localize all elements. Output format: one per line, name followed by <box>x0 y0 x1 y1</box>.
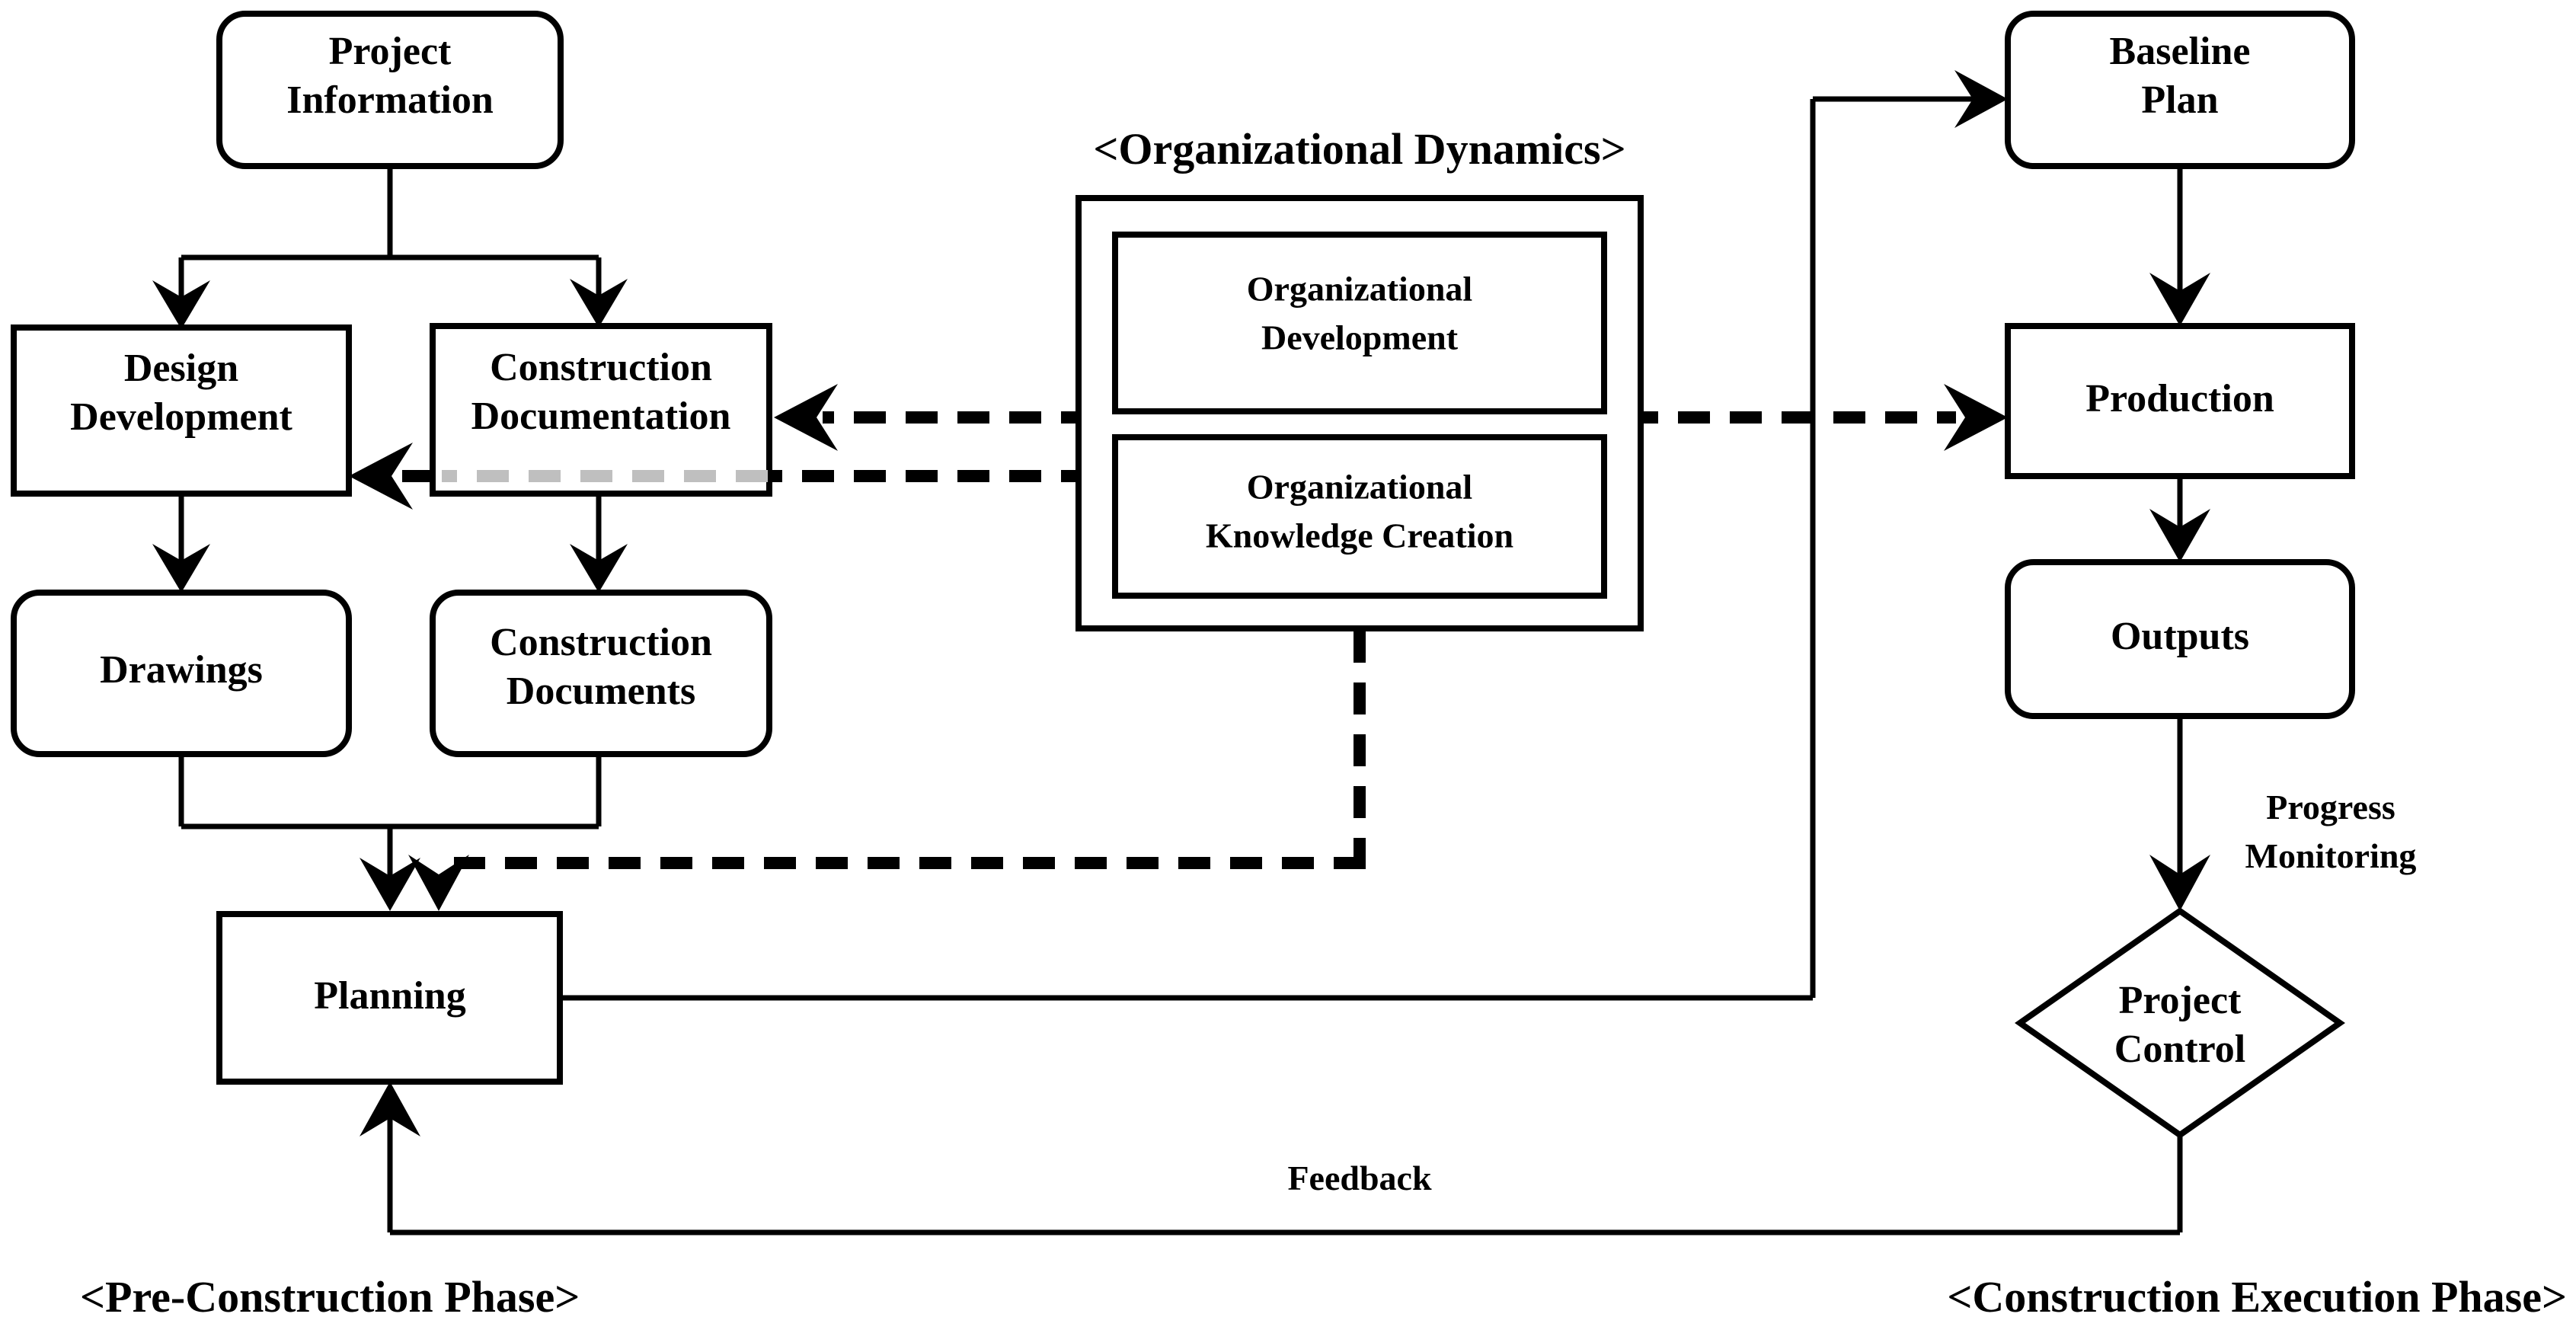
organizational-knowledge-creation-box[interactable] <box>1112 434 1607 599</box>
arrowhead-to-project-control <box>2149 855 2210 911</box>
progress-monitoring-line1: Progress <box>2266 788 2395 826</box>
planning-box[interactable] <box>216 911 563 1085</box>
node-planning[interactable]: Planning <box>216 911 563 1085</box>
arrowhead-planning-left <box>360 858 420 911</box>
node-organizational-development[interactable]: Organizational Development <box>1112 232 1607 414</box>
edge-outputs-project-control <box>2149 716 2210 911</box>
organizational-development-label-line1: Organizational <box>1247 270 1472 308</box>
arrowhead-to-outputs <box>2149 509 2210 562</box>
edge-project-control-feedback-planning <box>360 1082 2183 1236</box>
edge-documents-merge-planning <box>178 754 602 911</box>
organizational-dynamics-title: <Organizational Dynamics> <box>1093 124 1625 174</box>
edge-project-information-split <box>152 166 628 329</box>
drawings-box[interactable] <box>11 590 352 757</box>
organizational-knowledge-creation-label-line2: Knowledge Creation <box>1206 516 1513 555</box>
arrowhead-to-baseline-plan <box>1954 70 2008 128</box>
arrowhead-to-design-development <box>152 280 210 329</box>
organizational-development-label-line2: Development <box>1261 318 1459 357</box>
arrowhead-dashed-to-production <box>1944 384 2008 451</box>
design-development-label-line2: Development <box>70 395 292 439</box>
production-label: Production <box>2085 377 2274 420</box>
pre-construction-phase-title: <Pre-Construction Phase> <box>80 1272 580 1322</box>
arrowhead-dashed-to-design-development <box>349 443 413 510</box>
node-construction-documents[interactable]: Construction Documents <box>430 590 772 757</box>
arrowhead-to-drawings <box>152 544 210 593</box>
node-project-information[interactable]: Project Information <box>216 11 564 169</box>
construction-documentation-label-line2: Documentation <box>471 395 731 438</box>
arrowhead-feedback-to-planning <box>360 1082 420 1136</box>
label-progress-monitoring: Progress Monitoring <box>2245 788 2417 875</box>
construction-documentation-label-line1: Construction <box>490 346 712 389</box>
edge-dashed-org-to-construction-documentation <box>774 384 1093 451</box>
baseline-plan-box[interactable] <box>2005 11 2355 169</box>
edge-baseline-plan-production <box>2149 166 2210 326</box>
construction-documents-label-line1: Construction <box>490 621 712 664</box>
drawings-label: Drawings <box>100 648 263 692</box>
design-development-label-line1: Design <box>124 347 238 390</box>
outputs-box[interactable] <box>2005 559 2355 719</box>
edge-dashed-org-to-production <box>1626 384 2008 451</box>
edge-dashed-org-to-planning <box>408 631 1366 911</box>
arrowhead-to-construction-documents <box>570 544 628 593</box>
project-information-label-line1: Project <box>329 30 452 73</box>
edge-construction-documentation-documents <box>570 494 628 593</box>
node-project-control[interactable]: Project Control <box>2015 907 2345 1139</box>
node-design-development[interactable]: Design Development <box>11 324 352 497</box>
construction-documentation-box[interactable] <box>430 323 772 497</box>
node-drawings[interactable]: Drawings <box>11 590 352 757</box>
arrowhead-to-construction-documentation <box>570 279 628 328</box>
node-production[interactable]: Production <box>2005 323 2355 479</box>
organizational-knowledge-creation-label-line1: Organizational <box>1247 468 1472 507</box>
node-organizational-knowledge-creation[interactable]: Organizational Knowledge Creation <box>1112 434 1607 599</box>
organizational-development-box[interactable] <box>1112 232 1607 414</box>
node-outputs[interactable]: Outputs <box>2005 559 2355 719</box>
edge-design-development-drawings <box>152 494 210 593</box>
construction-documents-label-line2: Documents <box>507 670 695 713</box>
baseline-plan-label-line1: Baseline <box>2110 30 2251 73</box>
project-control-label-line2: Control <box>2114 1028 2245 1071</box>
project-control-diamond[interactable] <box>2015 907 2345 1139</box>
progress-monitoring-line2: Monitoring <box>2245 836 2417 875</box>
outputs-label: Outputs <box>2111 615 2249 658</box>
node-baseline-plan[interactable]: Baseline Plan <box>2005 11 2355 169</box>
arrowhead-dashed-to-planning <box>408 855 469 911</box>
edge-production-outputs <box>2149 476 2210 562</box>
project-control-label-line1: Project <box>2119 979 2242 1022</box>
planning-label: Planning <box>314 974 465 1018</box>
arrowhead-to-production <box>2149 273 2210 326</box>
feedback-label: Feedback <box>1287 1159 1432 1197</box>
production-box[interactable] <box>2005 323 2355 479</box>
project-information-label-line2: Information <box>286 78 494 122</box>
group-organizational-dynamics: <Organizational Dynamics> Organizational… <box>1075 124 1644 631</box>
arrowhead-dashed-to-construction-documentation <box>774 384 838 451</box>
design-development-box[interactable] <box>11 324 352 497</box>
node-construction-documentation[interactable]: Construction Documentation <box>430 323 772 497</box>
construction-execution-phase-title: <Construction Execution Phase> <box>1947 1272 2567 1322</box>
edge-planning-baseline-plan <box>560 70 2008 1001</box>
baseline-plan-label-line2: Plan <box>2141 78 2218 122</box>
project-information-box[interactable] <box>216 11 564 169</box>
construction-documents-box[interactable] <box>430 590 772 757</box>
